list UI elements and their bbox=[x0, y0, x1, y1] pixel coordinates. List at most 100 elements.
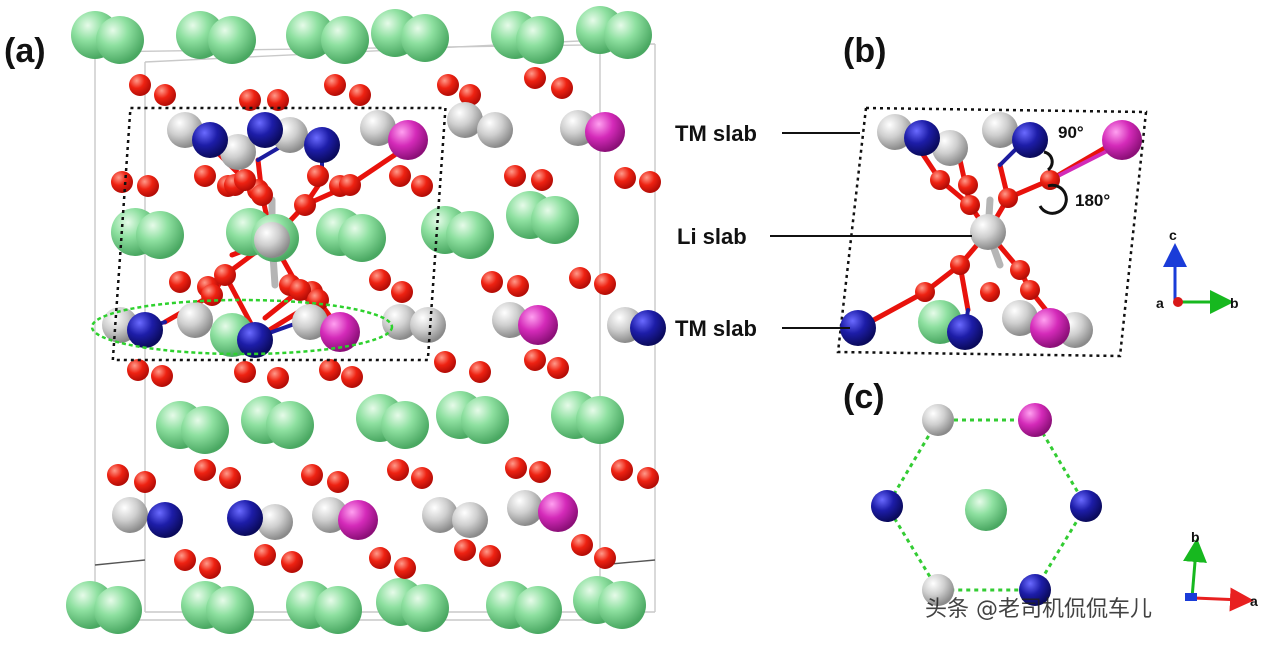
transition-metal-atom-magenta bbox=[1018, 403, 1052, 437]
transition-metal-atom-gray bbox=[422, 497, 458, 533]
hexagon-atom-layer bbox=[871, 403, 1102, 606]
oxygen-atom bbox=[524, 349, 546, 371]
angle-180-arc bbox=[1038, 183, 1068, 215]
lithium-atom bbox=[576, 396, 624, 444]
transition-metal-atom-blue bbox=[1070, 490, 1102, 522]
oxygen-atom bbox=[915, 282, 935, 302]
panel-c-hexagonal-layer: (c) b a bbox=[843, 378, 1258, 612]
li-slab-label: Li slab bbox=[677, 224, 747, 249]
panel-b-slab-detail: (b) TM slab Li slab TM slab 90° 180° c a… bbox=[675, 32, 1239, 358]
oxygen-atom bbox=[294, 194, 316, 216]
transition-metal-atom-blue bbox=[871, 490, 903, 522]
oxygen-atom bbox=[454, 539, 476, 561]
lithium-atom bbox=[94, 586, 142, 634]
oxygen-atom bbox=[319, 359, 341, 381]
oxygen-atom bbox=[637, 467, 659, 489]
transition-metal-atom-gray bbox=[220, 134, 256, 170]
oxygen-atom bbox=[459, 84, 481, 106]
transition-metal-atom-blue bbox=[192, 122, 228, 158]
lithium-atom bbox=[401, 14, 449, 62]
transition-metal-atom-gray bbox=[452, 502, 488, 538]
oxygen-atom bbox=[394, 557, 416, 579]
lithium-atom bbox=[181, 406, 229, 454]
transition-metal-atom-blue bbox=[304, 127, 340, 163]
transition-metal-atom-magenta bbox=[538, 492, 578, 532]
oxygen-atom bbox=[960, 195, 980, 215]
lithium-atom bbox=[381, 401, 429, 449]
lithium-atom bbox=[401, 584, 449, 632]
transition-metal-atom-blue bbox=[227, 500, 263, 536]
panel-label-a: (a) bbox=[4, 32, 46, 70]
selected-slab-box bbox=[111, 106, 447, 362]
transition-metal-atom-gray bbox=[477, 112, 513, 148]
slab-detail-box bbox=[836, 106, 1148, 358]
oxygen-atom bbox=[151, 365, 173, 387]
axes-triad-b: c a b bbox=[1156, 227, 1239, 314]
transition-metal-atom-gray bbox=[982, 112, 1018, 148]
transition-metal-atom-gray bbox=[932, 130, 968, 166]
axis-a-label: a bbox=[1156, 295, 1164, 311]
oxygen-atom bbox=[437, 74, 459, 96]
oxygen-atom bbox=[194, 165, 216, 187]
axes-triad-c: b a bbox=[1183, 529, 1258, 612]
transition-metal-atom-magenta bbox=[338, 500, 378, 540]
transition-metal-atom-gray bbox=[254, 222, 290, 258]
oxygen-atom bbox=[551, 77, 573, 99]
angle-90-arc bbox=[1043, 150, 1054, 172]
oxygen-atom bbox=[349, 84, 371, 106]
transition-metal-atom-gray bbox=[922, 574, 954, 606]
angle-180-label: 180° bbox=[1075, 191, 1110, 210]
oxygen-atom bbox=[594, 273, 616, 295]
panel-label-c: (c) bbox=[843, 378, 885, 416]
oxygen-atom bbox=[569, 267, 591, 289]
transition-metal-atom-gray bbox=[507, 490, 543, 526]
lithium-atom bbox=[514, 586, 562, 634]
transition-metal-atom-gray bbox=[410, 307, 446, 343]
oxygen-atom bbox=[434, 351, 456, 373]
oxygen-atom bbox=[1010, 260, 1030, 280]
transition-metal-atom-gray bbox=[382, 304, 418, 340]
oxygen-atom bbox=[339, 174, 361, 196]
transition-metal-atom-gray bbox=[970, 214, 1006, 250]
oxygen-atom bbox=[169, 271, 191, 293]
oxygen-atom bbox=[369, 269, 391, 291]
tm-layer-highlight bbox=[90, 298, 394, 356]
bond bbox=[867, 289, 928, 325]
oxygen-atom bbox=[199, 557, 221, 579]
lithium-atom bbox=[208, 16, 256, 64]
oxygen-atom bbox=[254, 544, 276, 566]
lithium-atom bbox=[461, 396, 509, 444]
oxygen-atom bbox=[341, 366, 363, 388]
panel-a-unit-cell: (a) bbox=[4, 6, 666, 634]
oxygen-atom bbox=[154, 84, 176, 106]
axis-b-label-c: b bbox=[1191, 529, 1200, 545]
oxygen-atom bbox=[507, 275, 529, 297]
oxygen-atom bbox=[639, 171, 661, 193]
transition-metal-atom-blue bbox=[127, 312, 163, 348]
lithium-atom bbox=[598, 581, 646, 629]
oxygen-atom bbox=[111, 171, 133, 193]
lithium-atom bbox=[314, 586, 362, 634]
oxygen-atom bbox=[950, 255, 970, 275]
transition-metal-atom-gray bbox=[877, 114, 913, 150]
oxygen-atom bbox=[219, 467, 241, 489]
lithium-atom bbox=[531, 196, 579, 244]
oxygen-atom bbox=[107, 464, 129, 486]
axis-a-label-c: a bbox=[1250, 593, 1258, 609]
oxygen-atom bbox=[234, 169, 256, 191]
angle-90-label: 90° bbox=[1058, 123, 1084, 142]
transition-metal-atom-gray bbox=[112, 497, 148, 533]
oxygen-atom bbox=[127, 359, 149, 381]
transition-metal-atom-blue bbox=[630, 310, 666, 346]
axis-b-label: b bbox=[1230, 295, 1239, 311]
lithium-atom bbox=[286, 11, 334, 59]
lithium-atom bbox=[516, 16, 564, 64]
oxygen-atom bbox=[239, 89, 261, 111]
atom-layer bbox=[66, 6, 666, 634]
lithium-atom bbox=[338, 214, 386, 262]
oxygen-atom bbox=[1020, 280, 1040, 300]
oxygen-atom bbox=[307, 165, 329, 187]
oxygen-atom bbox=[234, 361, 256, 383]
oxygen-atom bbox=[267, 89, 289, 111]
oxygen-atom bbox=[531, 169, 553, 191]
